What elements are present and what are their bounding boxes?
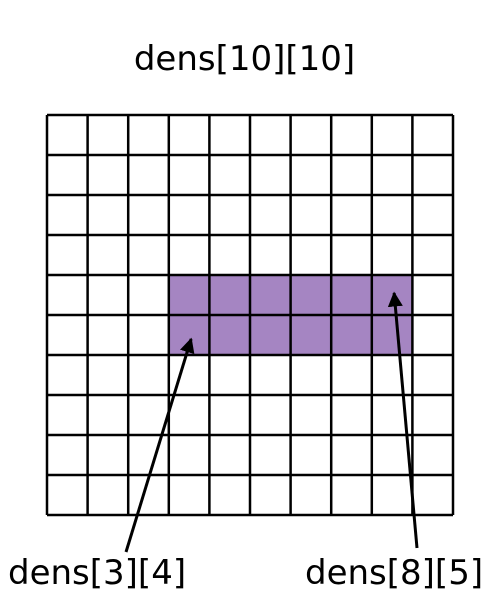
annotation-label-left: dens[3][4] [8,553,187,593]
diagram-title: dens[10][10] [133,39,356,79]
annotation-arrow-left [124,337,195,553]
annotation-label-right: dens[8][5] [305,553,484,593]
annotation-arrow-right [387,291,419,549]
